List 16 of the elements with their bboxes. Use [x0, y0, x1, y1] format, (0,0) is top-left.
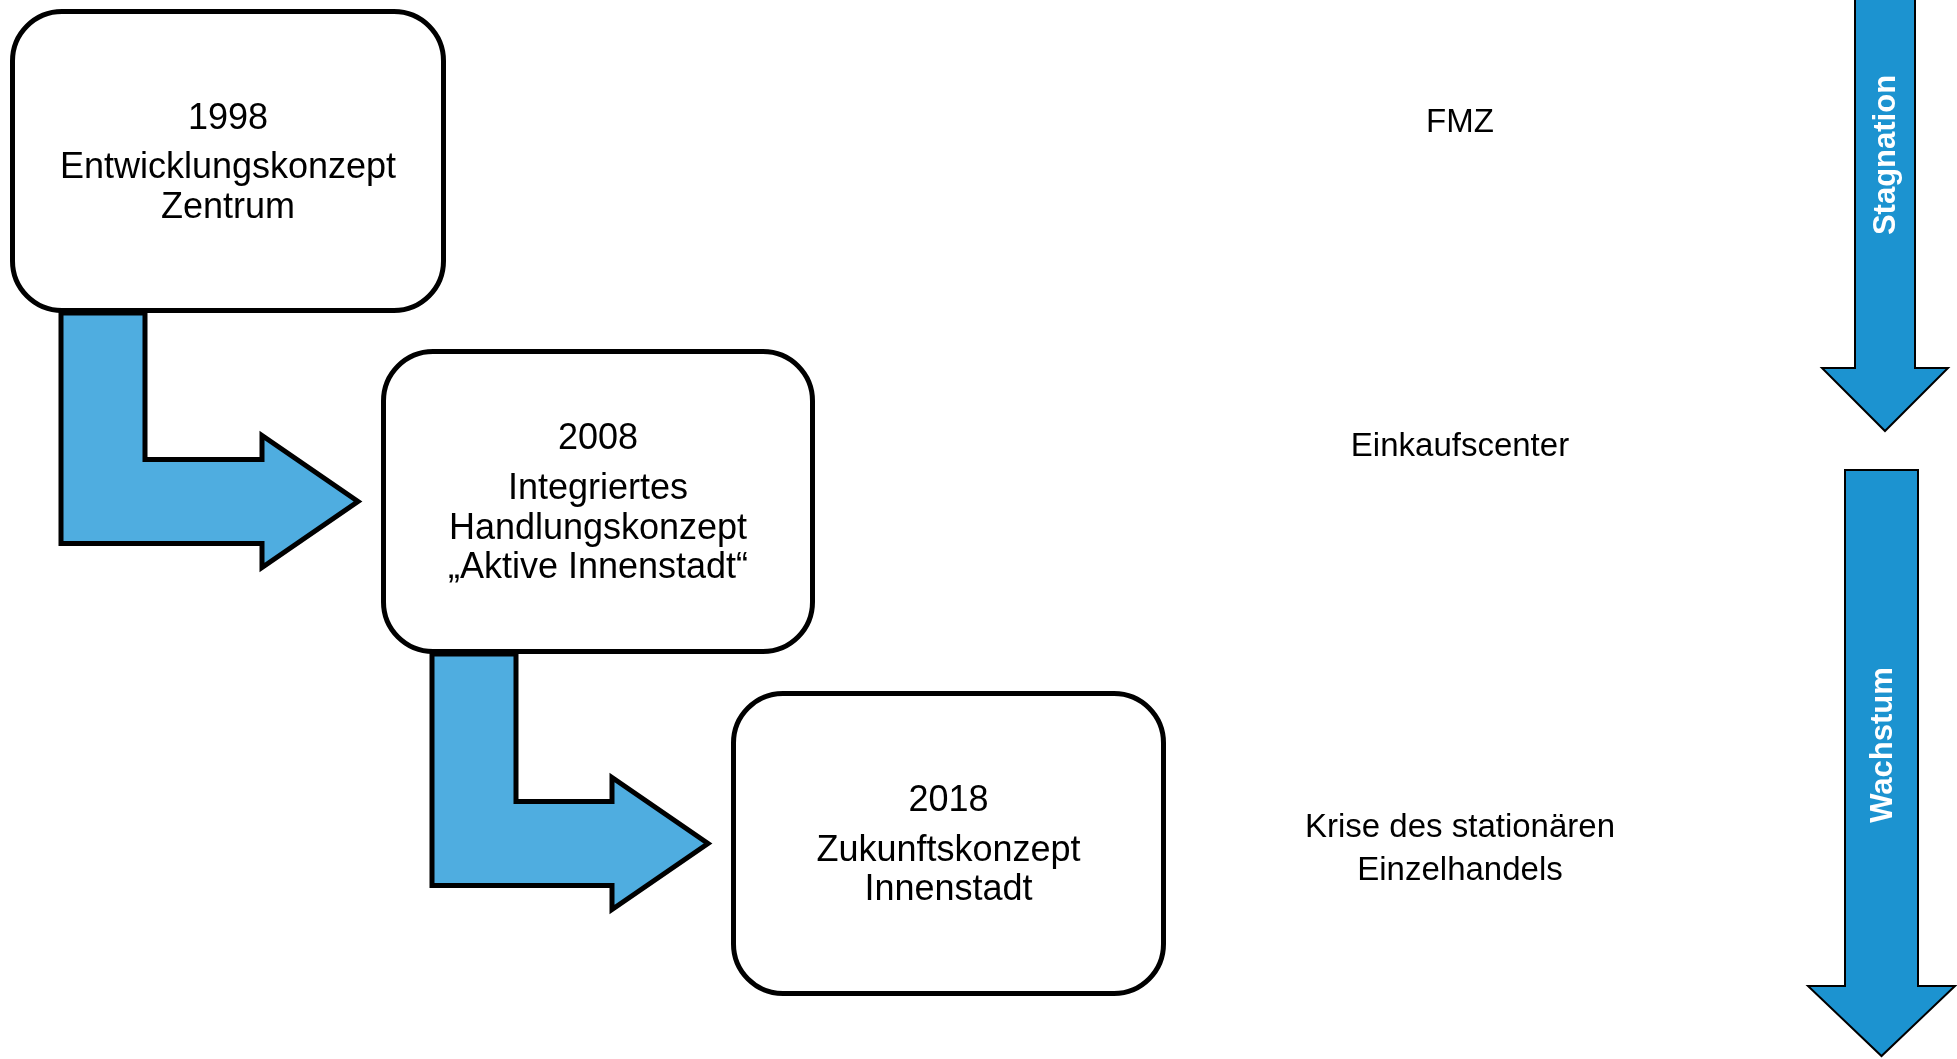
concept-title: Zukunftskonzept Innenstadt: [815, 828, 1082, 908]
year-text: 1998: [187, 96, 269, 137]
concept-title: Integriertes Handlungskonzept „Aktive Innenstadt“: [446, 466, 750, 586]
arrow-label: Stagnation: [1867, 74, 1903, 236]
rounded-box: [381, 349, 815, 654]
year-text: 2018: [908, 779, 989, 819]
bent-arrow: [429, 651, 713, 915]
event-note: Krise des stationären Einzelhandels: [1304, 806, 1616, 889]
event-note: Einkaufscenter: [1349, 425, 1571, 465]
bent-arrow: [58, 310, 363, 573]
rounded-box: [731, 691, 1166, 996]
arrow-label: Wachstum: [1864, 667, 1900, 823]
year-text: 2008: [557, 417, 639, 457]
concept-title: Entwicklungskonzept Zentrum: [58, 146, 398, 226]
rounded-box: [10, 9, 446, 313]
event-note: FMZ: [1425, 101, 1495, 141]
